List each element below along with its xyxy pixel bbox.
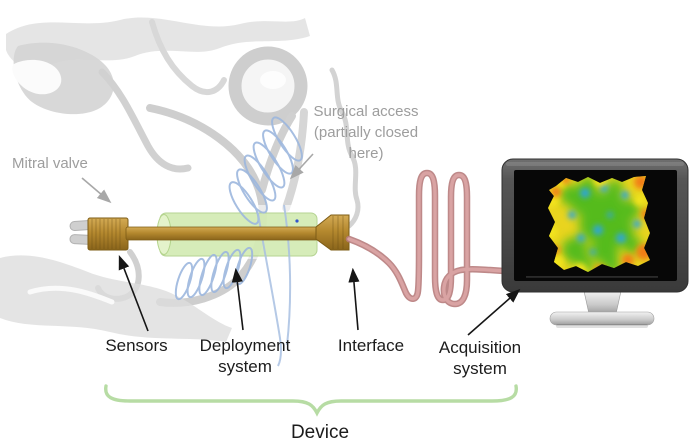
left-atrium-hole xyxy=(12,59,62,95)
suture-coil-lower xyxy=(174,246,254,301)
apex-swirl xyxy=(27,285,115,305)
surgical-access-label: Surgical access (partially closed here) xyxy=(291,101,441,164)
deployment-arrow xyxy=(231,267,244,331)
surgical-access-line1: Surgical access xyxy=(313,103,419,120)
deployment-system-label: Deployment system xyxy=(188,336,302,377)
device-shaft xyxy=(125,226,319,241)
apex-mass xyxy=(0,255,232,342)
sensors-arrow xyxy=(118,255,149,332)
monitor-frame-highlight xyxy=(506,162,684,166)
ring-to-wall xyxy=(258,112,296,194)
deployment-line1: Deployment xyxy=(199,336,291,355)
mitral-leaflet-squiggle xyxy=(329,67,361,229)
suture-strands xyxy=(257,204,292,367)
monitor-base xyxy=(549,311,655,326)
device-label: Device xyxy=(290,422,350,443)
mitral-valve-label: Mitral valve xyxy=(12,155,88,172)
ring-tail-right xyxy=(282,108,308,212)
interface-arrow xyxy=(348,267,360,331)
vessel-strand-1 xyxy=(98,68,192,173)
annotation-arrows-gray xyxy=(81,153,314,204)
sensors-label: Sensors xyxy=(105,336,168,355)
surgical-access-line3: here) xyxy=(348,145,384,162)
device-brace xyxy=(104,384,518,417)
screen-reflection-line xyxy=(526,276,658,278)
acquisition-line2: system xyxy=(453,358,507,378)
catheter-device xyxy=(69,214,350,251)
suture-coil-upper xyxy=(228,116,303,225)
acquisition-arrow xyxy=(467,288,521,336)
aortic-ring-highlight xyxy=(260,71,286,89)
surgical-access-arrow xyxy=(289,153,314,180)
monitor-base-shadow xyxy=(556,324,648,328)
interface-label: Interface xyxy=(337,336,405,355)
suture-knot-dot xyxy=(295,219,299,223)
acquisition-line1: Acquisition xyxy=(438,338,522,357)
signal-cable xyxy=(345,169,508,308)
annotation-arrows-black xyxy=(118,255,521,336)
heart-anatomy-sketch xyxy=(0,17,361,342)
acquisition-monitor xyxy=(501,158,689,328)
monitor-neck xyxy=(583,290,622,315)
acquisition-system-label: Acquisition system xyxy=(427,338,533,379)
mitral-valve-arrow xyxy=(81,177,112,204)
surgical-access-line2: (partially closed xyxy=(313,124,419,141)
deployment-line2: system xyxy=(218,356,272,376)
sensor-head-striations xyxy=(91,219,121,249)
interface-connector xyxy=(315,214,350,251)
pressure-heatmap xyxy=(548,176,650,272)
interface-stripes xyxy=(332,216,344,249)
vessel-strand-2 xyxy=(149,19,227,96)
